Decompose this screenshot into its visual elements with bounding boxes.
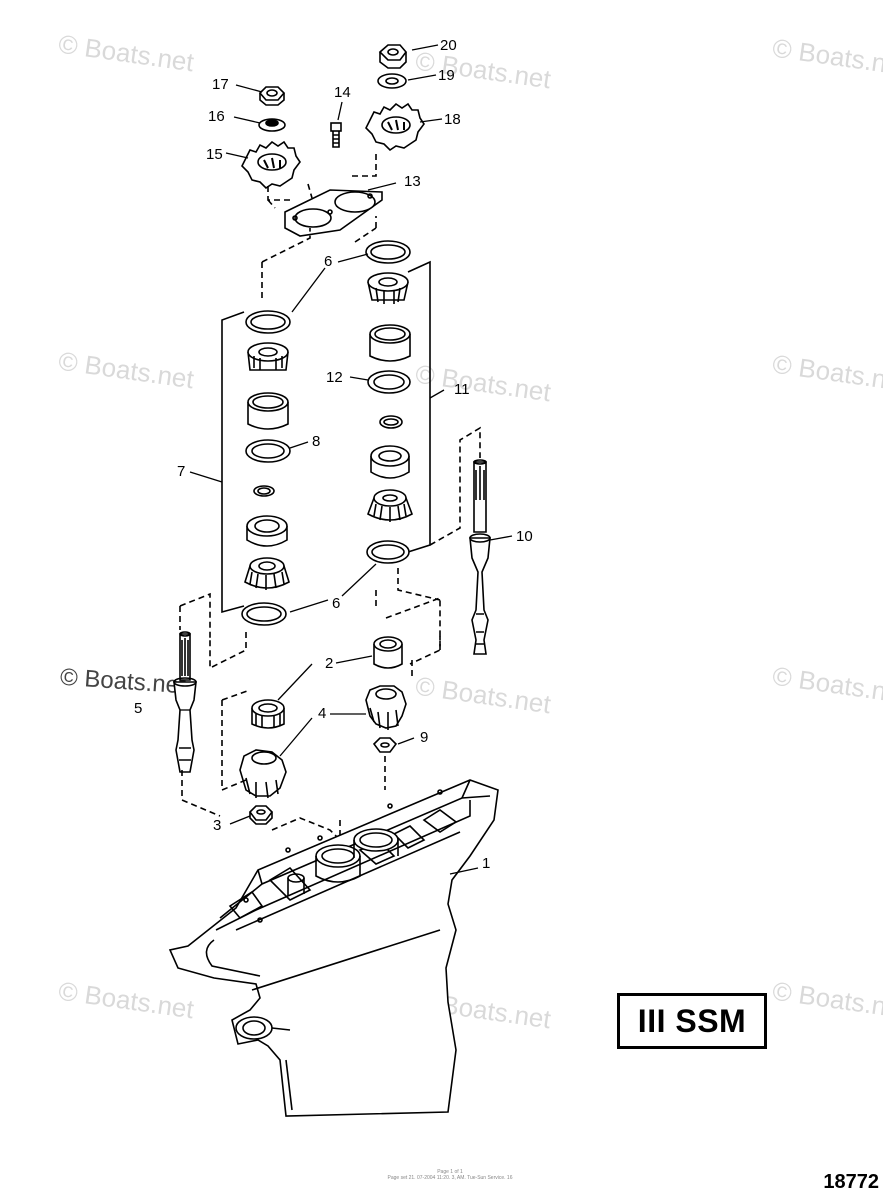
part-oring-left: [253, 485, 275, 497]
part-carrier-13: [284, 189, 383, 237]
callout-12: 12: [326, 369, 343, 386]
footer-line-1: Page 1 of 1: [437, 1169, 463, 1175]
callout-9: 9: [420, 729, 428, 746]
part-shim-12: [367, 370, 411, 394]
part-gear-15: [241, 140, 301, 190]
part-nut-9: [372, 737, 398, 753]
part-nut-20: [378, 44, 408, 69]
callout-1: 1: [482, 855, 490, 872]
part-shaft-10: [469, 459, 491, 655]
part-pinion-4-lower: [239, 749, 287, 799]
part-bearing-2-lower: [251, 699, 285, 729]
part-nut-3: [248, 805, 274, 825]
callout-20: 20: [440, 37, 457, 54]
part-screw-14: [330, 122, 342, 148]
part-bearing-left-bottom: [244, 557, 290, 590]
callout-5: 5: [134, 700, 142, 717]
part-seal-6-left-bottom: [241, 602, 287, 626]
part-gear-housing-1: [168, 779, 499, 1117]
part-bearing-right-bottom: [367, 489, 413, 522]
part-nut-17: [258, 86, 286, 106]
callout-6-bottom: 6: [332, 595, 340, 612]
part-race-left: [247, 392, 289, 430]
part-seal-6-left-top: [245, 310, 291, 334]
part-bearing-right-top: [367, 272, 409, 304]
callout-7: 7: [177, 463, 185, 480]
part-seal-6-right-bottom: [366, 540, 410, 564]
callout-6-top: 6: [324, 253, 332, 270]
part-cup-left: [246, 515, 288, 547]
callout-16: 16: [208, 108, 225, 125]
callout-11: 11: [454, 381, 470, 398]
part-washer-16: [258, 118, 286, 132]
part-pinion-4-upper: [365, 685, 407, 730]
part-gear-18: [365, 102, 425, 152]
part-bearing-left-top: [247, 342, 289, 371]
callout-19: 19: [438, 67, 455, 84]
callout-4: 4: [318, 705, 326, 722]
part-washer-19: [377, 73, 407, 89]
footer-line-2: Page set 21. 07-2004 11:20. 3, AM. Tue-S…: [387, 1175, 513, 1181]
callout-15: 15: [206, 146, 223, 163]
part-seal-6-right-top: [365, 240, 411, 264]
callout-13: 13: [404, 173, 421, 190]
model-badge: III SSM: [617, 993, 767, 1049]
callout-2: 2: [325, 655, 333, 672]
part-oring-right: [379, 415, 403, 429]
figure-number: 18772: [823, 1171, 879, 1193]
callout-10: 10: [516, 528, 533, 545]
part-shim-8: [245, 439, 291, 463]
callout-3: 3: [213, 817, 221, 834]
page-footer: Page 1 of 1 Page set 21. 07-2004 11:20. …: [330, 1169, 570, 1181]
part-shaft-5: [173, 631, 197, 773]
callout-17: 17: [212, 76, 229, 93]
callout-14: 14: [334, 84, 351, 101]
callout-8: 8: [312, 433, 320, 450]
callout-18: 18: [444, 111, 461, 128]
part-cup-right: [370, 445, 410, 479]
part-bearing-2-upper: [373, 636, 403, 669]
part-race-right: [369, 324, 411, 362]
